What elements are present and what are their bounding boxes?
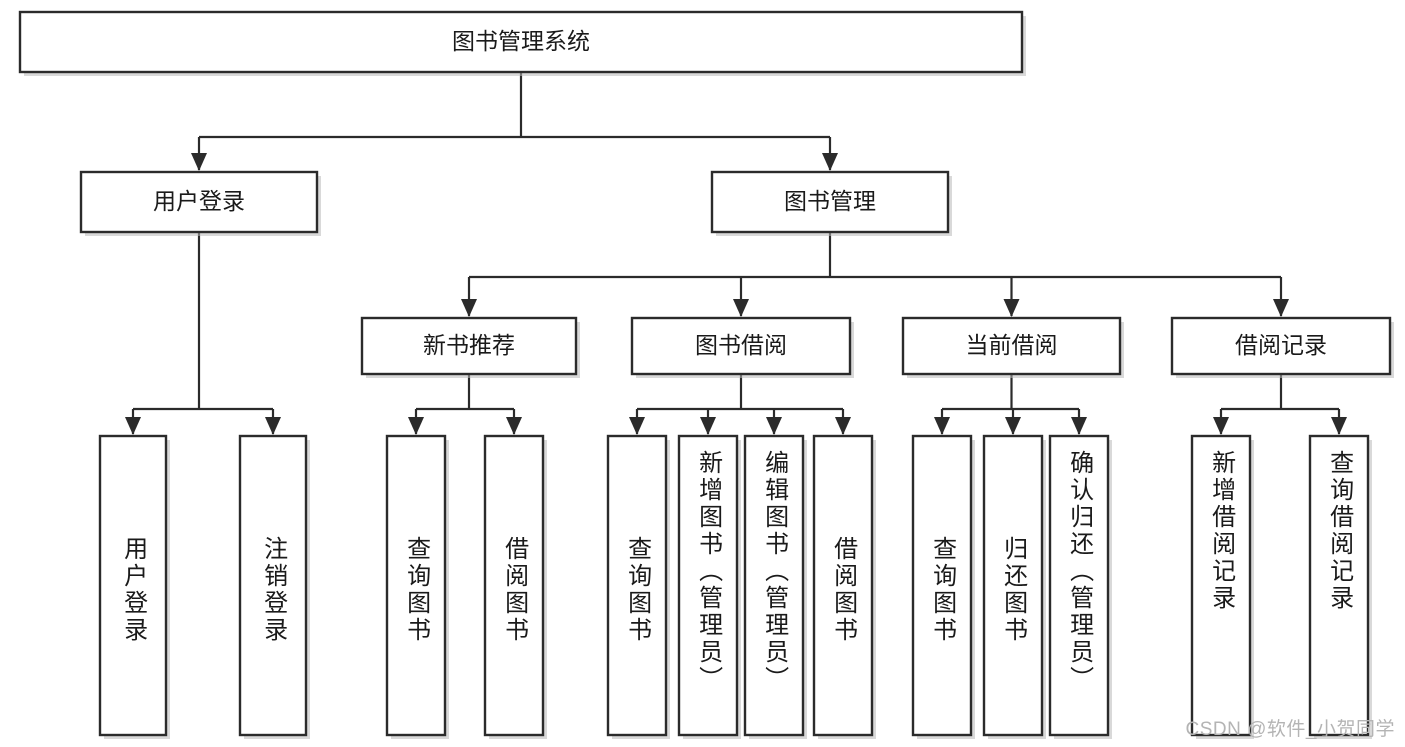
node-leaf-return-book[interactable]: [982, 434, 1044, 737]
node-leaf-user-logout[interactable]: [238, 434, 308, 737]
node-leaf-query-book-2[interactable]: [606, 434, 668, 737]
node-leaf-add-book[interactable]: [677, 434, 739, 737]
node-book-borrow[interactable]: [630, 316, 852, 376]
conn-current-borrow-arrow-0: [934, 417, 950, 435]
conn-book-borrow-arrow-1: [700, 417, 716, 435]
conn-current-borrow-arrow-1: [1005, 417, 1021, 435]
conn-user-login-arrow-0: [125, 417, 141, 435]
node-leaf-borrow-book-2[interactable]: [812, 434, 874, 737]
conn-borrow-record-arrow-0: [1213, 417, 1229, 435]
conn-book-manage-arrow-3: [1273, 299, 1289, 317]
node-current-borrow-label: 当前借阅: [966, 332, 1058, 358]
conn-book-borrow-arrow-2: [766, 417, 782, 435]
conn-book-manage-arrow-2: [1003, 299, 1020, 317]
node-leaf-user-login[interactable]: [98, 434, 168, 737]
node-book-manage[interactable]: [710, 170, 950, 234]
conn-root-arrow-0: [191, 153, 207, 171]
csdn-watermark: CSDN @软件_小贺同学: [1185, 719, 1395, 740]
node-root[interactable]: [18, 10, 1024, 74]
node-book-borrow-label: 图书借阅: [695, 332, 787, 358]
conn-new-book-recommend-arrow-1: [506, 417, 522, 435]
box-layer: [18, 10, 1394, 739]
node-leaf-edit-book[interactable]: [743, 434, 805, 737]
node-leaf-borrow-book-1[interactable]: [483, 434, 545, 737]
node-leaf-query-record[interactable]: [1308, 434, 1370, 737]
node-leaf-query-book-1[interactable]: [385, 434, 447, 737]
conn-book-borrow-arrow-0: [629, 417, 645, 435]
connector-layer: [125, 72, 1347, 435]
conn-user-login-arrow-1: [265, 417, 281, 435]
conn-current-borrow-arrow-2: [1071, 417, 1087, 435]
node-borrow-record-label: 借阅记录: [1235, 332, 1327, 358]
node-user-login-label: 用户登录: [153, 188, 245, 214]
node-borrow-record[interactable]: [1170, 316, 1392, 376]
node-new-book-recommend-label: 新书推荐: [423, 332, 515, 358]
node-root-label: 图书管理系统: [452, 28, 590, 54]
node-leaf-query-book-3[interactable]: [911, 434, 973, 737]
conn-book-borrow-arrow-3: [835, 417, 851, 435]
conn-root-arrow-1: [822, 153, 838, 171]
conn-new-book-recommend-arrow-0: [408, 417, 424, 435]
node-user-login[interactable]: [79, 170, 319, 234]
node-new-book-recommend[interactable]: [360, 316, 578, 376]
conn-book-manage-arrow-0: [461, 299, 477, 317]
node-book-manage-label: 图书管理: [784, 188, 876, 214]
node-current-borrow[interactable]: [901, 316, 1122, 376]
conn-borrow-record-arrow-1: [1331, 417, 1347, 435]
node-leaf-confirm-return[interactable]: [1048, 434, 1110, 737]
node-leaf-add-record[interactable]: [1190, 434, 1252, 737]
conn-book-manage-arrow-1: [733, 299, 749, 317]
